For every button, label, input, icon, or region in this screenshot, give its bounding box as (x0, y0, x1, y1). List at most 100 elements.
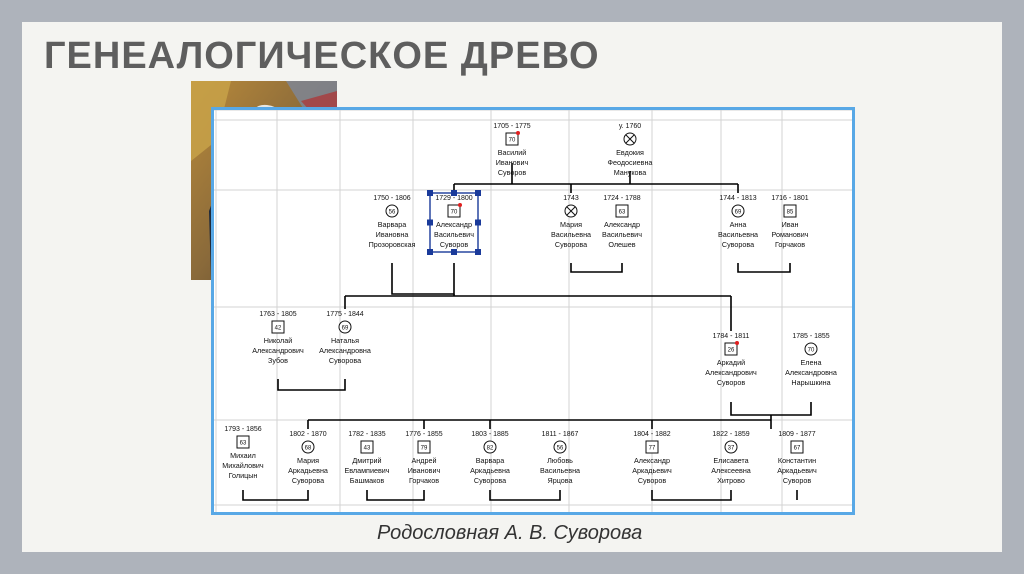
person-name-line: Михаил (230, 451, 256, 460)
person-dates: 1776 - 1855 (405, 431, 442, 438)
person-dates: 1803 - 1885 (471, 431, 508, 438)
person-dates: 1811 - 1867 (542, 431, 579, 438)
resize-handle[interactable] (451, 190, 457, 196)
connector-line (308, 415, 771, 429)
person-name-line: Аркадьевич (777, 466, 817, 475)
person-name-line: Александр (634, 456, 670, 465)
person-name-line: Суворов (440, 240, 469, 249)
person-age: 63 (619, 210, 626, 216)
person-name-line: Ярцова (548, 476, 573, 485)
person-dates: 1809 - 1877 (778, 431, 815, 438)
person-name-line: Прозоровская (369, 240, 416, 249)
resize-handle[interactable] (451, 249, 457, 255)
resize-handle[interactable] (427, 190, 433, 196)
person-age: 37 (728, 446, 735, 452)
person-name-line: Иванович (408, 466, 441, 475)
resize-handle[interactable] (427, 249, 433, 255)
person-dates: у. 1760 (619, 123, 641, 130)
person-name-line: Суворов (638, 476, 667, 485)
person-name-line: Аркадьевна (470, 466, 510, 475)
person-name-line: Манукова (614, 168, 647, 177)
person-name-line: Варвара (378, 220, 407, 229)
person-name-line: Горчаков (775, 240, 805, 249)
connector-line (454, 163, 738, 193)
connector-line (367, 490, 424, 500)
person-dates: 1784 - 1811 (713, 333, 750, 340)
person-name-line: Васильевна (718, 230, 758, 239)
slide: ГЕНЕАЛОГИЧЕСКОЕ ДРЕВО (22, 22, 1002, 552)
person-name-line: Горчаков (409, 476, 439, 485)
person-dates: 1802 - 1870 (289, 431, 326, 438)
person-age: 56 (389, 210, 396, 216)
person-age: 42 (275, 326, 282, 332)
person-name-line: Елена (801, 358, 822, 367)
person-age: 63 (240, 441, 247, 447)
person-dates: 1793 - 1856 (224, 426, 261, 433)
connector-line (243, 490, 308, 500)
marker-dot (516, 131, 520, 135)
person-dates: 1716 - 1801 (771, 195, 808, 202)
person-name-line: Олешев (608, 240, 635, 249)
connector-line (731, 402, 811, 415)
person-age: 82 (487, 446, 494, 452)
person-dates: 1705 - 1775 (493, 123, 530, 130)
person-age: 68 (305, 446, 312, 452)
slide-title: ГЕНЕАЛОГИЧЕСКОЕ ДРЕВО (44, 35, 600, 78)
person-dates: 1743 (563, 195, 579, 202)
person-dates: 1782 - 1835 (348, 431, 385, 438)
connector-line (278, 379, 345, 390)
person-name-line: Николай (264, 336, 292, 345)
person-name-line: Елисавета (713, 456, 748, 465)
person-name-line: Михайлович (222, 461, 264, 470)
resize-handle[interactable] (475, 220, 481, 226)
person-name-line: Мария (560, 220, 582, 229)
person-name-line: Наталья (331, 336, 359, 345)
person-name-line: Ивановна (376, 230, 409, 239)
connector-line (571, 263, 622, 272)
person-name-line: Анна (730, 220, 747, 229)
person-name-line: Евдокия (616, 148, 644, 157)
resize-handle[interactable] (427, 220, 433, 226)
person-name-line: Васильевич (434, 230, 474, 239)
connector-line (392, 263, 454, 294)
person-age: 70 (451, 210, 458, 216)
person-dates: 1775 - 1844 (326, 311, 363, 318)
person-name-line: Зубов (268, 356, 288, 365)
person-name-line: Романович (772, 230, 809, 239)
person-age: 70 (509, 138, 516, 144)
person-name-line: Александр (436, 220, 472, 229)
resize-handle[interactable] (475, 190, 481, 196)
marker-dot (458, 203, 462, 207)
person-dates: 1750 - 1806 (373, 195, 410, 202)
person-age: 85 (787, 210, 794, 216)
person-dates: 1724 - 1788 (603, 195, 640, 202)
person-age: 77 (649, 446, 656, 452)
marker-dot (735, 341, 739, 345)
person-name-line: Суворова (722, 240, 754, 249)
person-node-natalia[interactable]: 1775 - 184469НатальяАлександровнаСуворов… (319, 311, 371, 365)
connector-line (652, 490, 731, 500)
person-dates: 1763 - 1805 (259, 311, 296, 318)
person-name-line: Васильевна (540, 466, 580, 475)
resize-handle[interactable] (475, 249, 481, 255)
